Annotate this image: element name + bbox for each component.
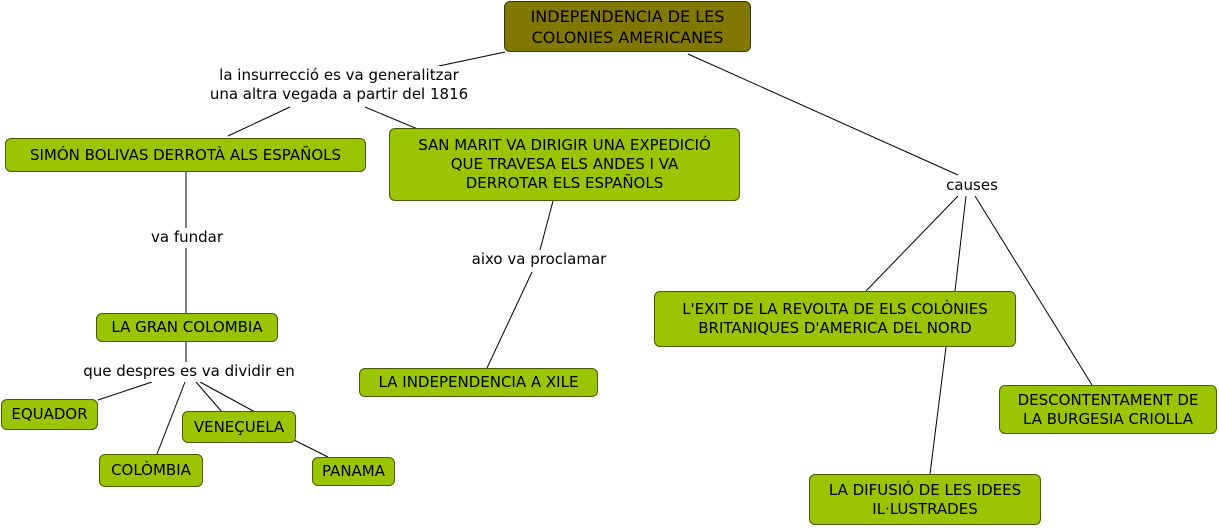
node-gran-colombia[interactable]: LA GRAN COLOMBIA [96, 313, 278, 342]
link-revolta-difusio [929, 346, 947, 475]
link-sanmartin-proclamar [539, 200, 554, 251]
link-insurreccio-sanmartin [364, 106, 421, 131]
label-causes: causes [936, 176, 1008, 196]
link-proclamar-xile [486, 271, 533, 369]
label-insurreccio: la insurrecció es va generalitzar una al… [192, 66, 486, 106]
node-root-independencia[interactable]: INDEPENDENCIA DE LES COLONIES AMERICANES [504, 1, 751, 52]
node-san-martin[interactable]: SAN MARIT VA DIRIGIR UNA EXPEDICIÓ QUE T… [389, 128, 740, 201]
label-dividir: que despres es va dividir en [66, 362, 312, 382]
link-root-causes [687, 53, 959, 176]
node-venecuela[interactable]: VENEÇUELA [182, 411, 296, 443]
node-simon-bolivar[interactable]: SIMÓN BOLIVAS DERROTÀ ALS ESPAÑOLS [5, 138, 366, 172]
link-dividir-venecuela-2 [199, 381, 256, 413]
link-dividir-colombia [156, 381, 186, 455]
node-colombia[interactable]: COLÒMBIA [99, 454, 203, 487]
link-causes-descontentament [974, 195, 1093, 386]
node-independencia-xile[interactable]: LA INDEPENDENCIA A XILE [359, 368, 598, 397]
link-causes-revolta-2 [954, 195, 967, 292]
link-causes-revolta [865, 195, 959, 292]
label-proclamar: aixo va proclamar [458, 250, 620, 270]
link-insurreccio-bolivar [227, 106, 291, 137]
node-equador[interactable]: EQUADOR [1, 399, 98, 430]
link-dividir-venecuela [195, 381, 223, 413]
link-venecuela-panama [289, 437, 329, 458]
node-descontentament[interactable]: DESCONTENTAMENT DE LA BURGESIA CRIOLLA [999, 385, 1217, 434]
link-dividir-equador [97, 381, 153, 401]
node-difusio-idees[interactable]: LA DIFUSIÓ DE LES IDEES IL·LUSTRADES [809, 474, 1041, 525]
label-va-fundar: va fundar [140, 228, 234, 248]
node-panama[interactable]: PANAMA [312, 457, 395, 486]
node-exit-revolta[interactable]: L'EXIT DE LA REVOLTA DE ELS COLÒNIES BRI… [654, 291, 1016, 347]
